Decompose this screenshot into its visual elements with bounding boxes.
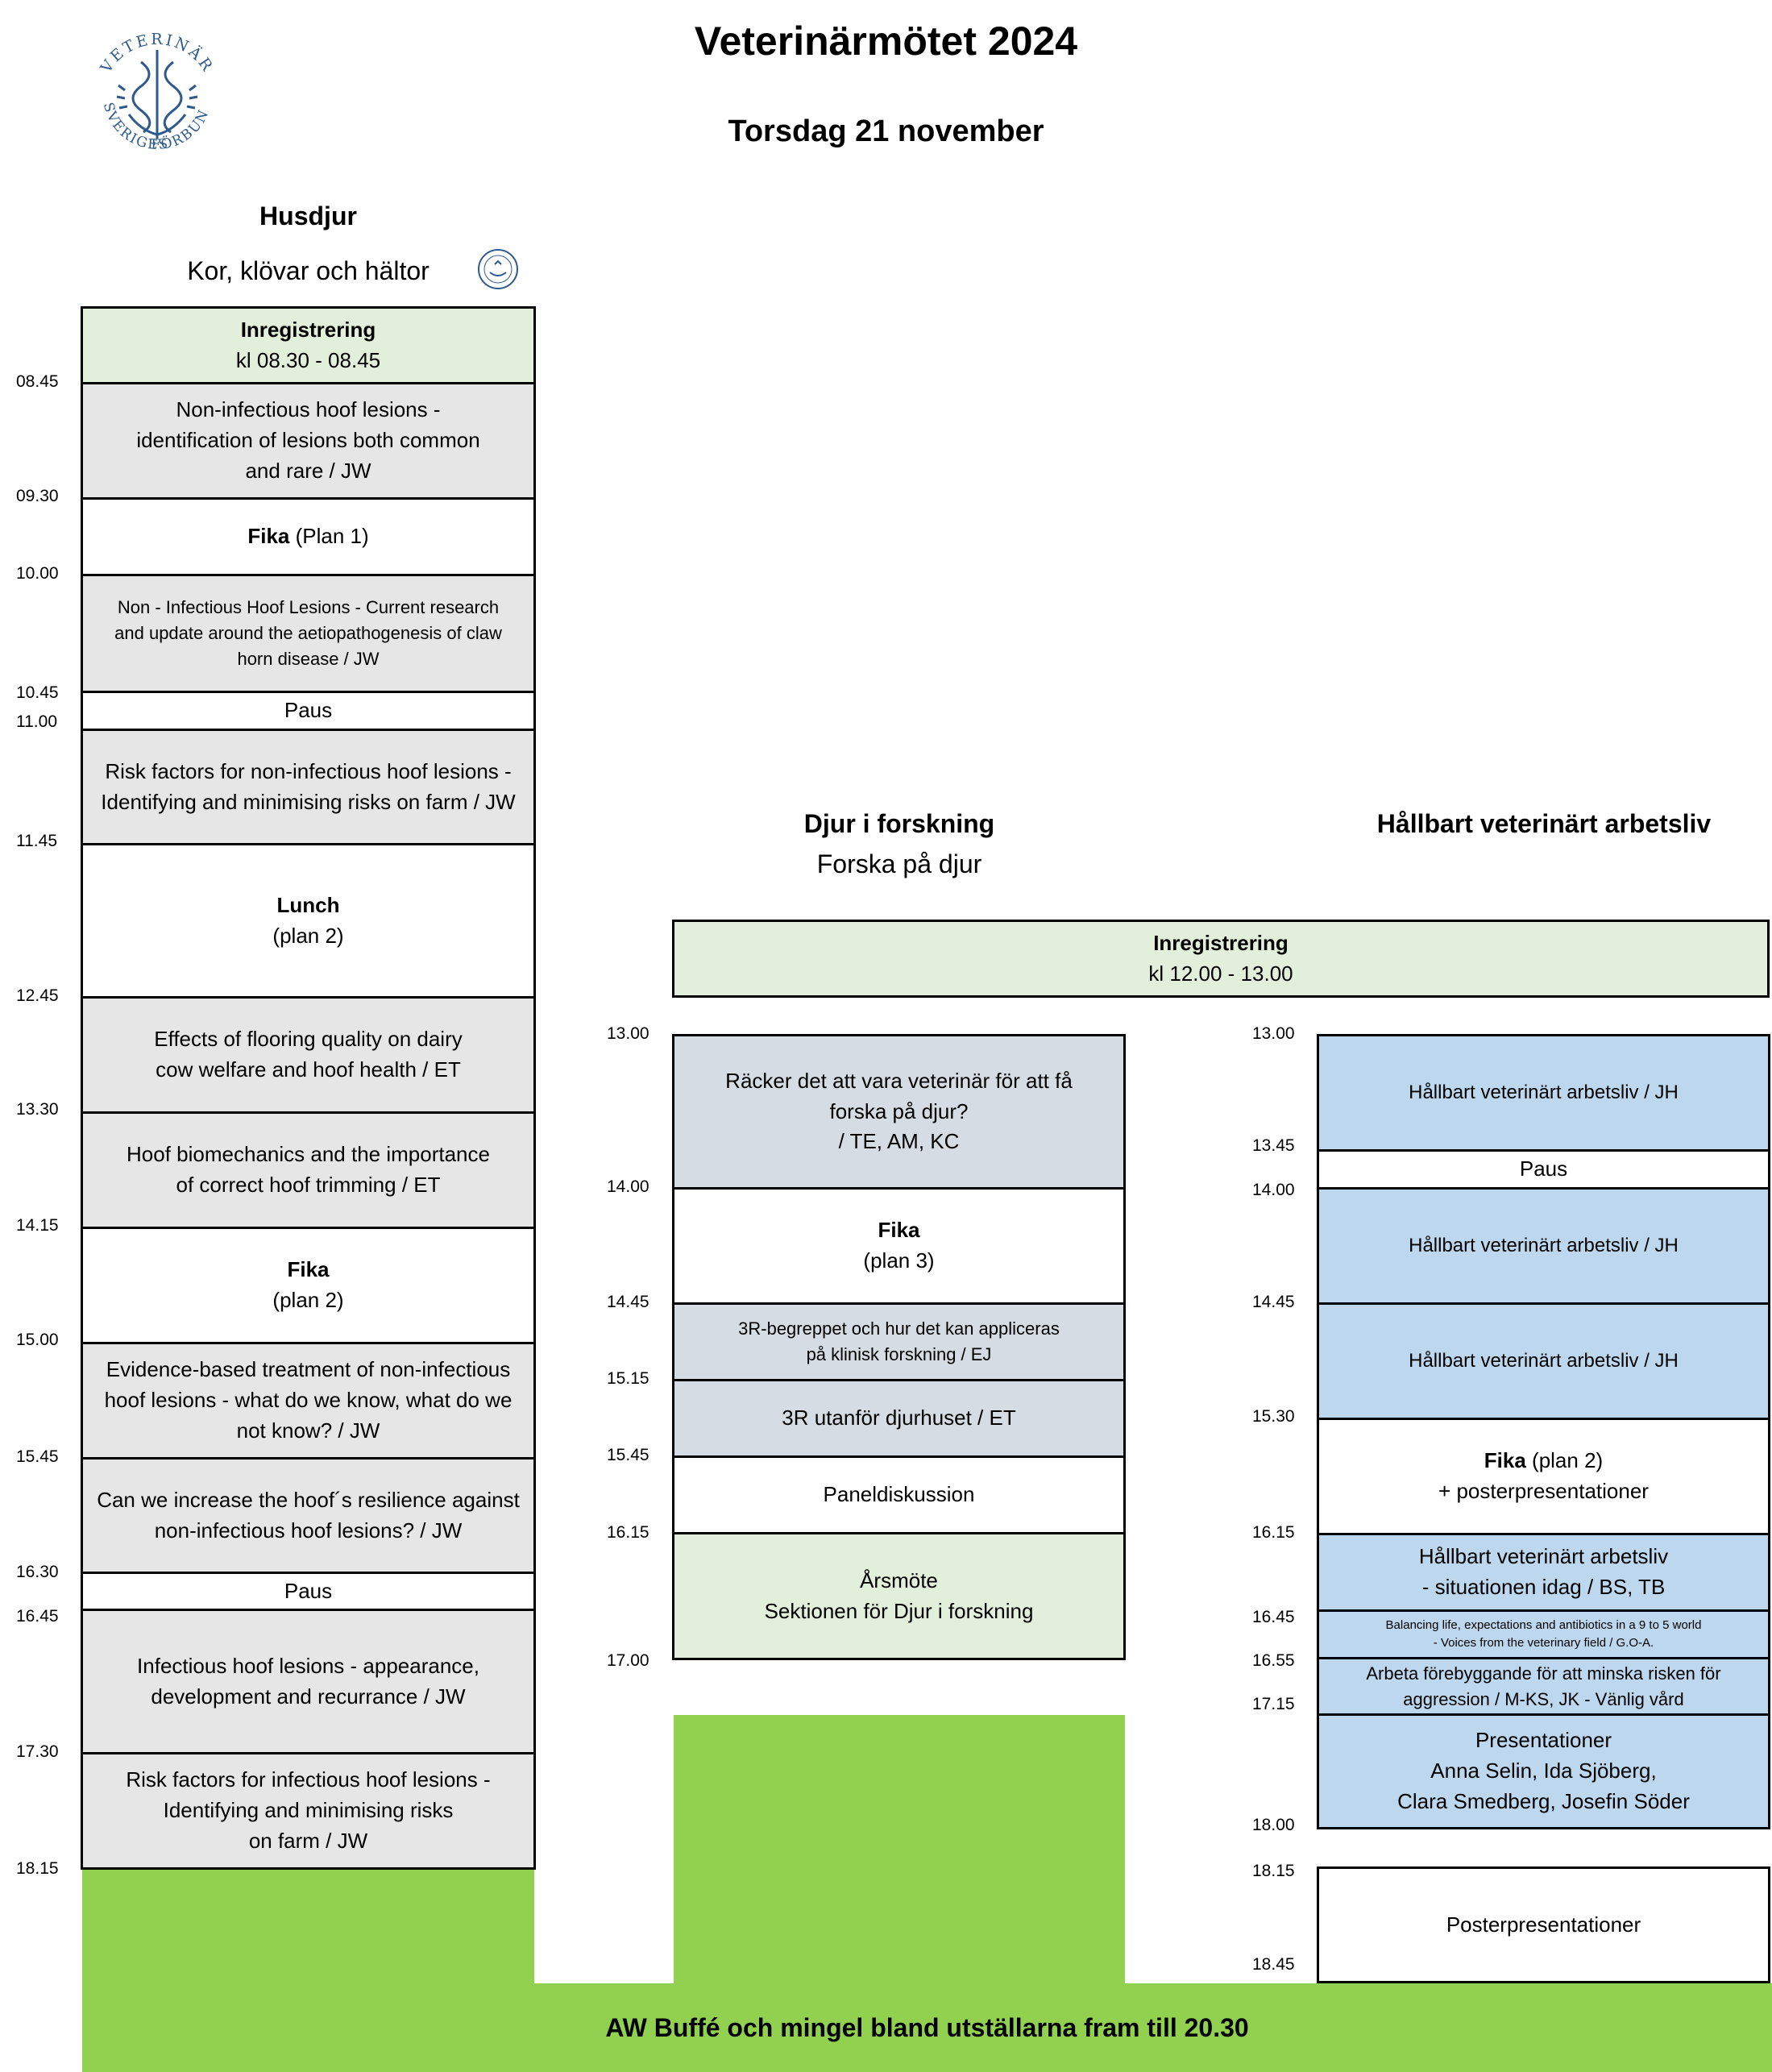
time-label: 11.45 — [16, 832, 57, 850]
col3-paus: Paus — [1317, 1149, 1770, 1190]
col1-session: Can we increase the hoof´s resilience ag… — [81, 1457, 536, 1574]
time-label: 10.45 — [16, 683, 59, 702]
col1-session: Risk factors for non-infectious hoof les… — [81, 729, 536, 845]
col3-session: Hållbart veterinärt arbetsliv- situation… — [1317, 1533, 1770, 1612]
logo: VETERINÄR SVERIGES FÖRBUND — [74, 6, 234, 171]
col2-heading: Djur i forskning — [803, 809, 995, 838]
col1-subheading: Kor, klövar och hältor — [187, 256, 430, 285]
time-label: 14.00 — [607, 1177, 649, 1196]
time-label: 18.15 — [16, 1859, 59, 1878]
time-label: 15.45 — [16, 1447, 59, 1466]
page-title: Veterinärmötet 2024 — [694, 19, 1078, 64]
col3-heading: Hållbart veterinärt arbetsliv — [1376, 809, 1712, 838]
time-label: 14.45 — [607, 1293, 649, 1311]
time-label: 08.45 — [16, 372, 59, 391]
time-label: 18.45 — [1252, 1955, 1295, 1974]
veterinarian-association-logo-icon: VETERINÄR SVERIGES FÖRBUND — [74, 6, 214, 153]
time-label: 17.15 — [1252, 1695, 1295, 1713]
time-label: 09.30 — [16, 487, 59, 505]
col1-session: Non - Infectious Hoof Lesions - Current … — [81, 574, 536, 693]
col3-session: Balancing life, expectations and antibio… — [1317, 1609, 1770, 1659]
time-label: 11.00 — [16, 712, 57, 731]
time-label: 12.45 — [16, 986, 59, 1005]
time-label: 13.30 — [16, 1100, 59, 1119]
time-label: 16.15 — [607, 1523, 649, 1542]
time-label: 14.15 — [16, 1216, 59, 1235]
col1-paus: Paus — [81, 691, 536, 731]
time-label: 16.45 — [1252, 1608, 1295, 1626]
time-label: 16.55 — [1252, 1651, 1295, 1670]
time-label: 17.00 — [607, 1651, 649, 1670]
col1-session: Non-infectious hoof lesions -identificat… — [81, 382, 536, 500]
time-label: 10.00 — [16, 564, 59, 583]
time-label: 14.00 — [1252, 1181, 1295, 1199]
col2-session: 3R utanför djurhuset / ET — [672, 1379, 1126, 1458]
small-seal-icon — [475, 243, 521, 295]
col1-heading: Husdjur — [259, 201, 357, 230]
time-label: 18.15 — [1252, 1862, 1295, 1880]
col3-poster-presentations: Posterpresentationer — [1317, 1866, 1770, 1983]
time-label: 16.15 — [1252, 1523, 1295, 1542]
time-label: 14.45 — [1252, 1293, 1295, 1311]
time-label: 15.15 — [607, 1369, 649, 1388]
time-label: 15.45 — [607, 1446, 649, 1464]
col1-session: Evidence-based treatment of non-infectio… — [81, 1342, 536, 1460]
col1-session: Infectious hoof lesions - appearance,dev… — [81, 1609, 536, 1754]
col3-session: Hållbart veterinärt arbetsliv / JH — [1317, 1302, 1770, 1420]
time-label: 13.00 — [1252, 1024, 1295, 1043]
col3-fika: Fika (plan 2) + posterpresentationer — [1317, 1418, 1770, 1535]
col1-fika: Fika (Plan 1) — [81, 497, 536, 576]
col2-panel: Paneldiskussion — [672, 1455, 1126, 1534]
col2-subheading: Forska på djur — [816, 849, 982, 878]
col1-session: Risk factors for infectious hoof lesions… — [81, 1752, 536, 1870]
time-label: 17.30 — [16, 1742, 59, 1761]
time-label: 18.00 — [1252, 1816, 1295, 1834]
col3-session: Hållbart veterinärt arbetsliv / JH — [1317, 1187, 1770, 1305]
time-label: 15.00 — [16, 1331, 59, 1349]
page-date: Torsdag 21 november — [728, 114, 1044, 148]
time-label: 13.00 — [607, 1024, 649, 1043]
time-label: 15.30 — [1252, 1407, 1295, 1426]
col2-session: Räcker det att vara veterinär för att få… — [672, 1034, 1126, 1190]
time-label: 16.30 — [16, 1563, 59, 1581]
col3-session: Arbeta förebyggande för att minska riske… — [1317, 1657, 1770, 1716]
col1-paus: Paus — [81, 1572, 536, 1611]
col3-session: Hållbart veterinärt arbetsliv / JH — [1317, 1034, 1770, 1152]
time-label: 16.45 — [16, 1607, 59, 1626]
col1-lunch: Lunch(plan 2) — [81, 843, 536, 999]
col2-fika: Fika(plan 3) — [672, 1187, 1126, 1305]
col1-fika: Fika(plan 2) — [81, 1227, 536, 1344]
time-label: 13.45 — [1252, 1136, 1295, 1155]
aw-buffet-banner: AW Buffé och mingel bland utställarna fr… — [82, 1983, 1772, 2072]
